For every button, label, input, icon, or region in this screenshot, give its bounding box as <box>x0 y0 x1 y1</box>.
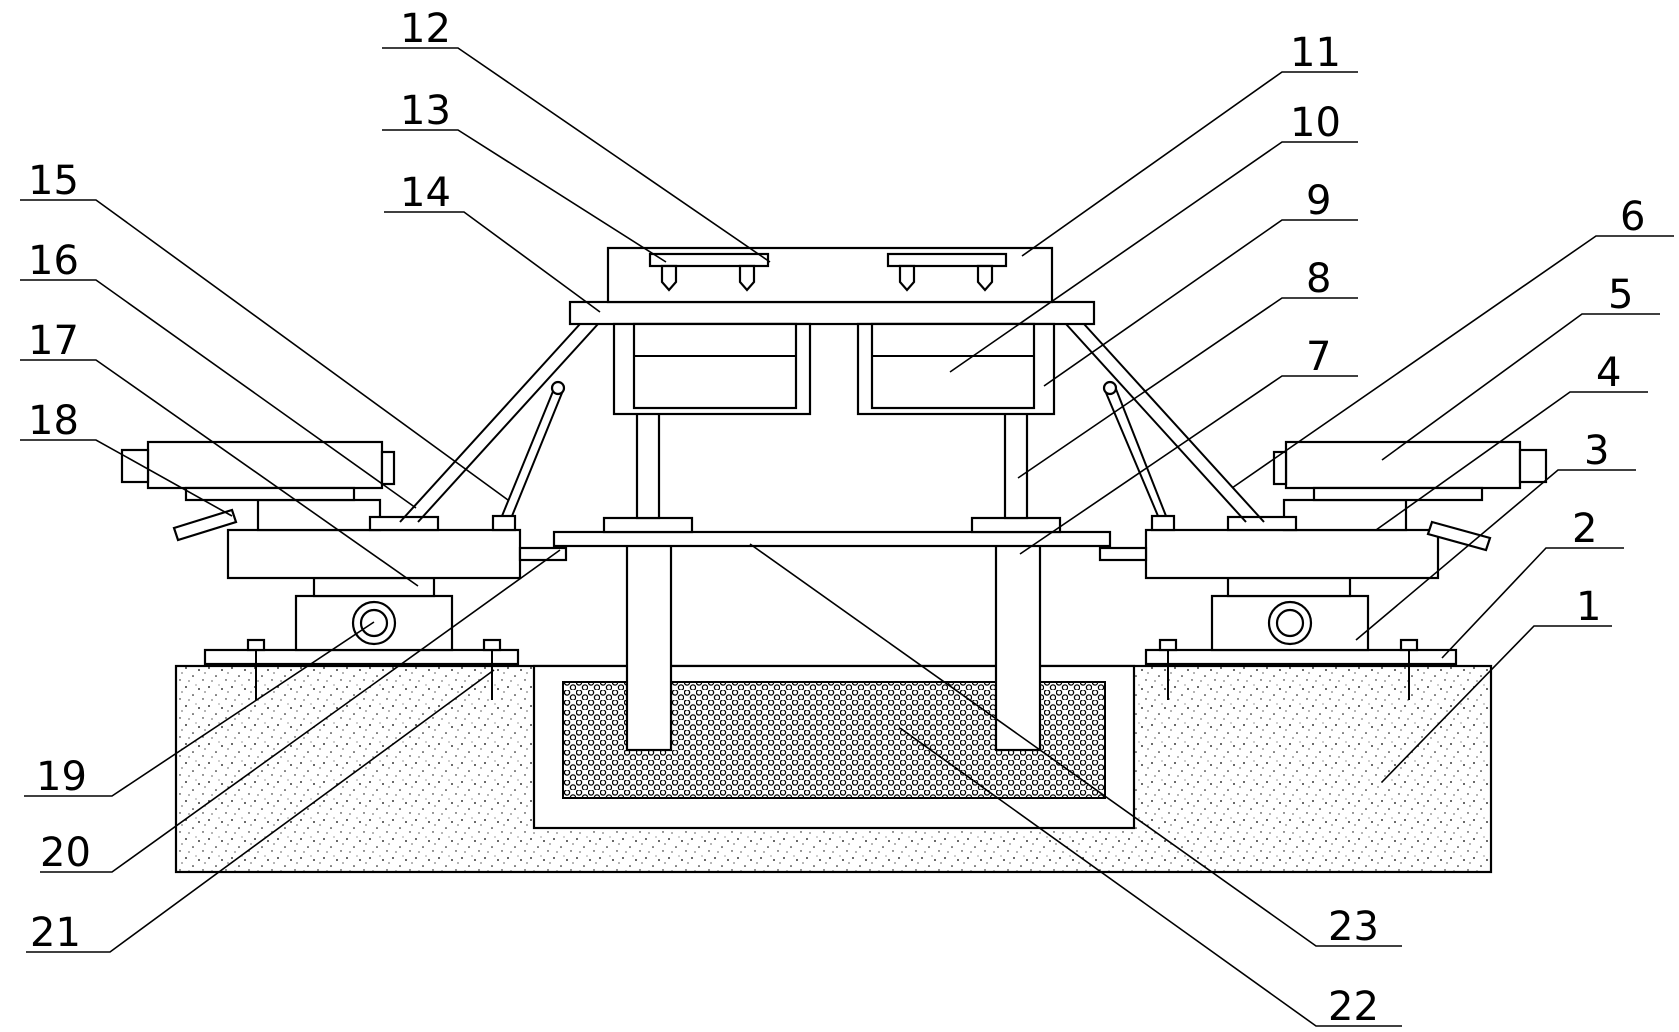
label-7: 7 <box>1306 334 1331 380</box>
middle-plate <box>552 516 1112 548</box>
label-21: 21 <box>30 910 81 956</box>
label-16: 16 <box>28 238 79 284</box>
label-18: 18 <box>28 398 79 444</box>
label-8: 8 <box>1306 256 1331 302</box>
label-5: 5 <box>1608 272 1633 318</box>
label-14: 14 <box>400 170 451 216</box>
label-19: 19 <box>36 754 87 800</box>
support-posts <box>625 543 1042 752</box>
label-2: 2 <box>1572 506 1597 552</box>
label-15: 15 <box>28 158 79 204</box>
top-platform <box>399 246 1265 532</box>
label-4: 4 <box>1596 350 1621 396</box>
label-22: 22 <box>1328 984 1379 1030</box>
leader-lines <box>20 47 1674 1027</box>
label-10: 10 <box>1290 100 1341 146</box>
label-1: 1 <box>1576 584 1601 630</box>
label-11: 11 <box>1290 30 1341 76</box>
label-23: 23 <box>1328 904 1379 950</box>
label-3: 3 <box>1584 428 1609 474</box>
right-mount-assembly <box>1098 440 1548 700</box>
label-17: 17 <box>28 318 79 364</box>
label-9: 9 <box>1306 178 1331 224</box>
label-13: 13 <box>400 88 451 134</box>
label-12: 12 <box>400 6 451 52</box>
left-mount-assembly <box>120 440 568 700</box>
label-20: 20 <box>40 830 91 876</box>
part-labels: 12 13 14 15 16 17 18 19 20 21 11 10 9 8 … <box>28 6 1645 1030</box>
label-6: 6 <box>1620 194 1645 240</box>
